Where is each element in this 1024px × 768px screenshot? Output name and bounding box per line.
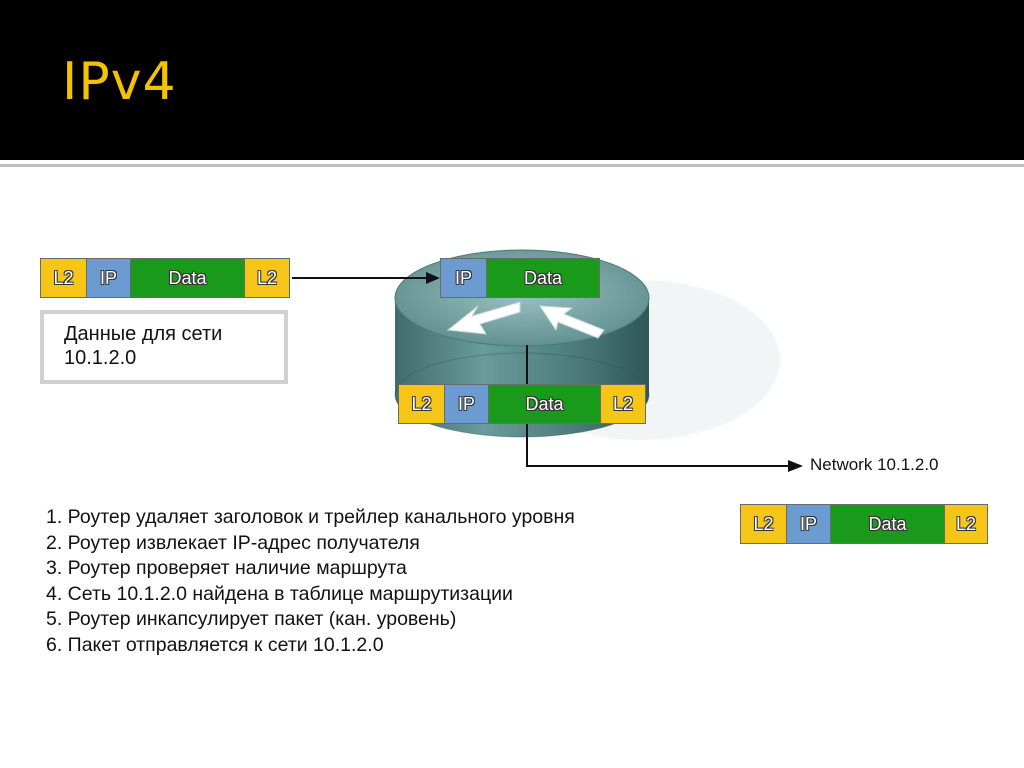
frame-cell-l2-trailer: L2 xyxy=(245,259,289,297)
title-bar: IPv4 xyxy=(0,0,1024,160)
step-item: 3. Роутер проверяет наличие маршрута xyxy=(46,557,407,579)
outgoing-frame: L2 IP Data L2 xyxy=(740,504,988,544)
step-item: 1. Роутер удаляет заголовок и трейлер ка… xyxy=(46,506,575,528)
frame-cell-l2-trailer: L2 xyxy=(601,385,645,423)
frame-cell-l2-header: L2 xyxy=(41,259,87,297)
router-top-packet: IP Data xyxy=(440,258,600,298)
steps-list: 1. Роутер удаляет заголовок и трейлер ка… xyxy=(46,505,575,658)
note-line-2: 10.1.2.0 xyxy=(64,347,137,369)
router-bottom-frame: L2 IP Data L2 xyxy=(398,384,646,424)
frame-cell-ip: IP xyxy=(441,259,487,297)
frame-cell-ip: IP xyxy=(87,259,131,297)
incoming-frame: L2 IP Data L2 xyxy=(40,258,290,298)
destination-note: Данные для сети 10.1.2.0 xyxy=(40,310,288,384)
frame-cell-data: Data xyxy=(831,505,945,543)
router-arrow-left xyxy=(446,301,521,335)
arrow-out-head xyxy=(788,460,803,472)
step-item: 6. Пакет отправляется к сети 10.1.2.0 xyxy=(46,633,384,656)
frame-cell-ip: IP xyxy=(787,505,831,543)
frame-cell-data: Data xyxy=(489,385,601,423)
router-bottom-edge xyxy=(394,352,650,438)
step-item: 5. Роутер инкапсулирует пакет (кан. уров… xyxy=(46,608,457,630)
slide-title: IPv4 xyxy=(62,52,177,112)
step-item: 2. Роутер извлекает IP-адрес получателя xyxy=(46,531,420,554)
frame-cell-l2-header: L2 xyxy=(399,385,445,423)
step-item: 4. Сеть 10.1.2.0 найдена в таблице маршр… xyxy=(46,582,513,605)
network-label: Network 10.1.2.0 xyxy=(810,455,939,474)
arrow-in-head xyxy=(426,272,440,284)
frame-cell-l2-header: L2 xyxy=(741,505,787,543)
header-divider xyxy=(0,164,1024,167)
frame-cell-data: Data xyxy=(131,259,245,297)
note-line-1: Данные для сети xyxy=(64,323,223,345)
frame-cell-data: Data xyxy=(487,259,599,297)
router-arrow-right xyxy=(539,305,605,339)
frame-cell-l2-trailer: L2 xyxy=(945,505,987,543)
frame-cell-ip: IP xyxy=(445,385,489,423)
